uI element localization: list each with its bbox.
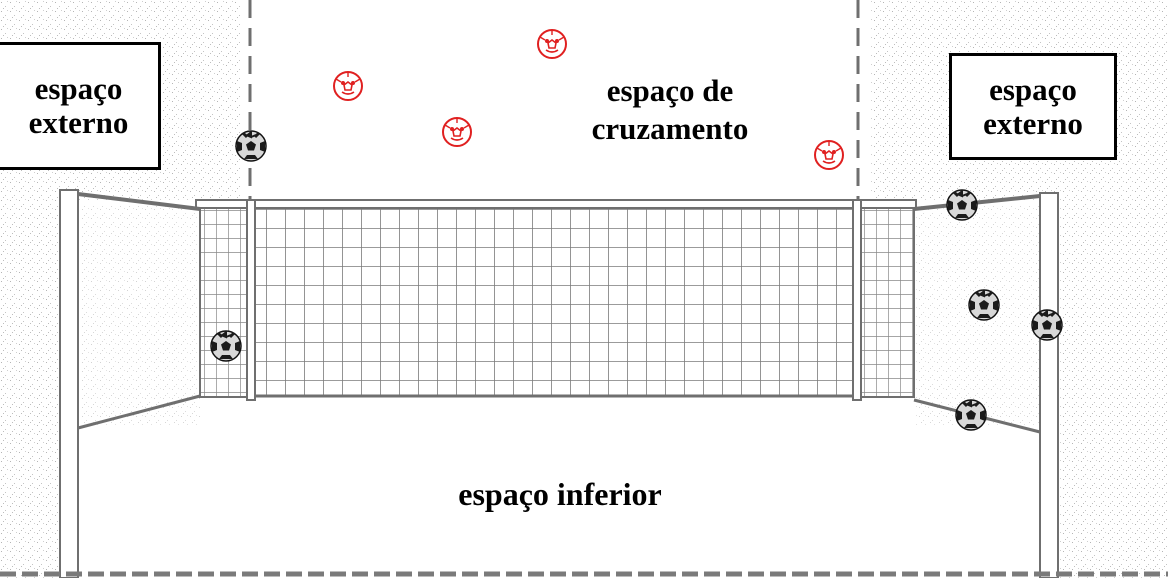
label-outer-right-line1: espaço [989, 71, 1077, 107]
texture-left-wall [80, 205, 200, 425]
label-lower: espaço inferior [400, 474, 720, 514]
texture-right-side [1060, 190, 1168, 578]
red-soccer-ball-icon [333, 71, 363, 101]
label-outer-left-line1: espaço [34, 71, 123, 106]
red-soccer-ball-icon [537, 29, 567, 59]
soccer-ball-icon [967, 288, 1001, 322]
red-soccer-ball-icon [814, 140, 844, 170]
crossbar [195, 199, 917, 209]
soccer-ball-icon [209, 329, 243, 363]
label-outer-left: espaço externo [0, 42, 161, 170]
right-front-post [1039, 192, 1059, 578]
soccer-ball-icon [234, 129, 268, 163]
label-cross-line1: espaço de [606, 73, 734, 108]
soccer-ball-icon [1030, 308, 1064, 342]
left-side-net [199, 206, 253, 398]
label-outer-right-line2: externo [983, 105, 1083, 141]
soccer-ball-icon [945, 188, 979, 222]
right-side-net [856, 206, 915, 398]
label-outer-left-line2: externo [28, 105, 129, 140]
right-back-post [852, 199, 862, 401]
label-outer-right: espaço externo [949, 53, 1117, 160]
left-back-post [246, 199, 256, 401]
soccer-ball-icon [954, 398, 988, 432]
red-soccer-ball-icon [442, 117, 472, 147]
left-front-post [59, 189, 79, 578]
label-cross-line2: cruzamento [591, 111, 749, 146]
left-bottom-perspective [77, 394, 201, 430]
label-lower-text: espaço inferior [458, 476, 662, 512]
back-net [251, 201, 859, 398]
label-cross: espaço de cruzamento [560, 72, 780, 148]
left-top-perspective [77, 192, 201, 211]
